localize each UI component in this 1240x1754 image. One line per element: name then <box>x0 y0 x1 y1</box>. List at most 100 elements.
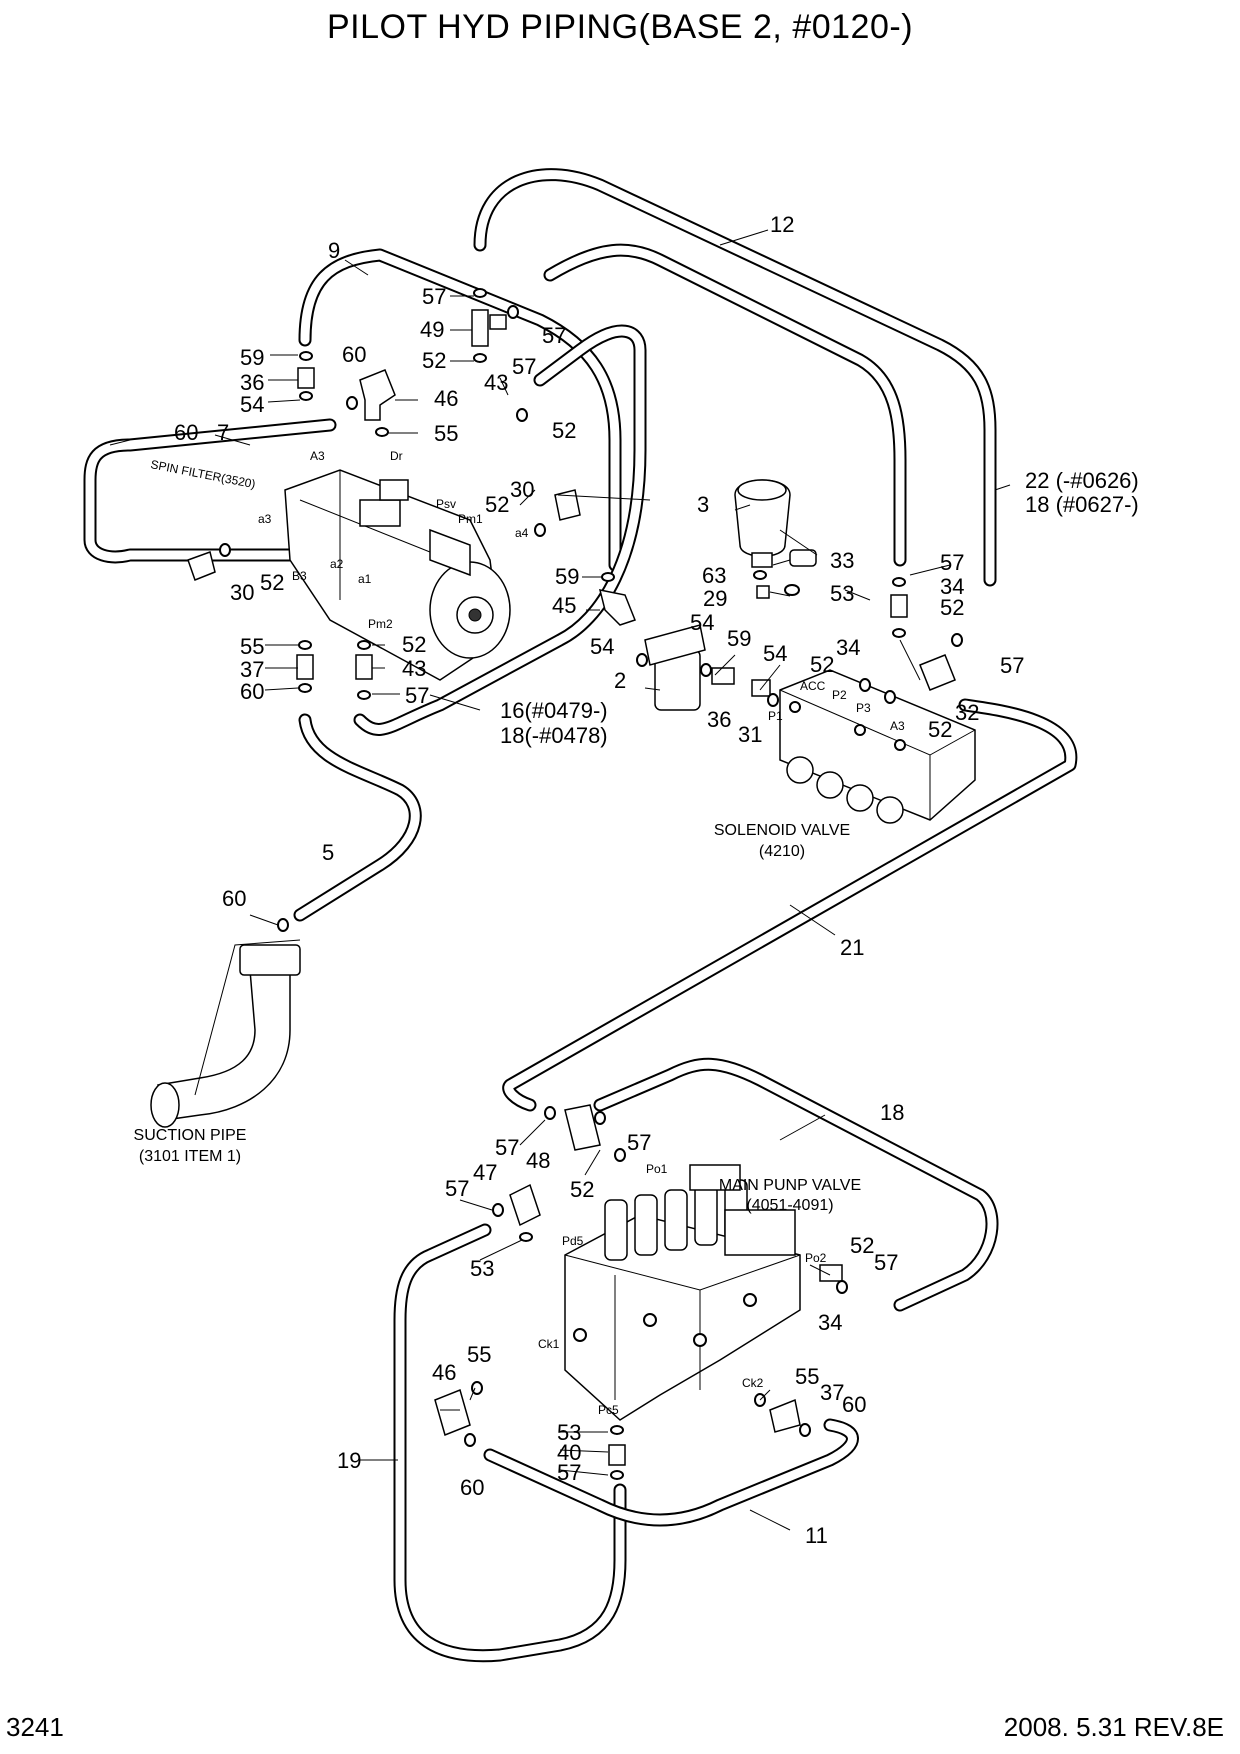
part-label: 55 <box>467 1342 491 1367</box>
part-label: 36 <box>240 370 264 395</box>
part-label: 52 <box>940 595 964 620</box>
port-label: Dr <box>390 449 403 463</box>
part-label: 52 <box>422 348 446 373</box>
part-label: 52 <box>485 492 509 517</box>
suction-pipe-caption: SUCTION PIPE <box>134 1127 247 1144</box>
part-label: 12 <box>770 212 794 237</box>
suction-pipe <box>150 944 301 1128</box>
part-label: 29 <box>703 586 727 611</box>
spin-filter-caption: SPIN FILTER(3520) <box>149 457 256 491</box>
part-label: 32 <box>955 700 979 725</box>
part-label: 57 <box>542 323 566 348</box>
part-label: 53 <box>557 1420 581 1445</box>
port-label: Psv <box>436 497 456 511</box>
part-label: 54 <box>590 634 614 659</box>
part-label: 19 <box>337 1448 361 1473</box>
main-pump-valve <box>564 1164 801 1421</box>
part-label: 57 <box>1000 653 1024 678</box>
port-label: Pd5 <box>562 1234 584 1248</box>
part-label: 22 (-#0626) <box>1025 468 1139 493</box>
part-label: 33 <box>830 548 854 573</box>
part-label: 54 <box>690 610 714 635</box>
part-label: 48 <box>526 1148 550 1173</box>
part-label: 60 <box>842 1392 866 1417</box>
port-label: a4 <box>515 526 529 540</box>
part-label: 52 <box>570 1177 594 1202</box>
part-label: 52 <box>928 717 952 742</box>
part-label: 57 <box>627 1130 651 1155</box>
hose-12 <box>473 168 997 587</box>
part-label: 52 <box>810 652 834 677</box>
part-label: 59 <box>727 626 751 651</box>
revision-date: 2008. 5.31 REV.8E <box>1003 1712 1224 1742</box>
port-label: a2 <box>330 557 344 571</box>
part-label: 60 <box>342 342 366 367</box>
main-pump-valve-ref: (4051-4091) <box>746 1197 833 1214</box>
leader-lines <box>109 229 1011 1531</box>
part-label: 60 <box>240 679 264 704</box>
part-label: 45 <box>552 593 576 618</box>
part-label: 59 <box>240 345 264 370</box>
port-label: B3 <box>292 569 307 583</box>
part-label: 52 <box>552 418 576 443</box>
part-label: 52 <box>850 1233 874 1258</box>
part-label: 52 <box>260 570 284 595</box>
part-label: 16(#0479-) <box>500 698 608 723</box>
solenoid-valve <box>779 669 976 824</box>
part-label: 11 <box>805 1523 828 1548</box>
part-labels: 12 9 57 49 57 52 57 43 59 60 36 54 46 55… <box>174 212 1139 1548</box>
port-labels: A3 Dr a3 Psv Pm1 a4 a2 a1 B3 Pm2 ACC P2 … <box>258 449 905 1417</box>
part-label: 57 <box>405 683 429 708</box>
part-label: 40 <box>557 1440 581 1465</box>
part-label: 55 <box>240 634 264 659</box>
part-label: 34 <box>836 635 860 660</box>
part-label: 57 <box>874 1250 898 1275</box>
part-label: 3 <box>697 492 709 517</box>
port-label: P2 <box>832 688 847 702</box>
part-label: 54 <box>763 641 787 666</box>
part-label: 46 <box>434 386 458 411</box>
part-label: 43 <box>484 370 508 395</box>
solenoid-valve-ref: (4210) <box>759 843 805 860</box>
port-label: P3 <box>856 701 871 715</box>
part-label: 30 <box>510 477 534 502</box>
part-label: 30 <box>230 580 254 605</box>
part-label: 55 <box>795 1364 819 1389</box>
port-label: ACC <box>800 679 826 693</box>
part-label: 18 (#0627-) <box>1025 492 1139 517</box>
port-label: Ck2 <box>742 1376 764 1390</box>
part-label: 49 <box>420 317 444 342</box>
part-label: 5 <box>322 840 334 865</box>
part-label: 9 <box>328 238 340 263</box>
part-label: 60 <box>174 420 198 445</box>
solenoid-valve-caption: SOLENOID VALVE <box>714 822 850 839</box>
part-label: 18(-#0478) <box>500 723 608 748</box>
part-label: 2 <box>614 668 626 693</box>
part-label: 53 <box>470 1256 494 1281</box>
part-label: 60 <box>460 1475 484 1500</box>
part-label: 60 <box>222 886 246 911</box>
port-label: P1 <box>768 709 783 723</box>
part-label: 43 <box>402 656 426 681</box>
part-label: 7 <box>217 420 229 445</box>
port-label: Pm1 <box>458 512 483 526</box>
port-label: Pm2 <box>368 617 393 631</box>
port-label: A3 <box>310 449 325 463</box>
part-label: 46 <box>432 1360 456 1385</box>
part-label: 18 <box>880 1100 904 1125</box>
part-label: 52 <box>402 632 426 657</box>
port-label: Ck1 <box>538 1337 560 1351</box>
part-label: 57 <box>495 1135 519 1160</box>
part-label: 53 <box>830 581 854 606</box>
part-label: 47 <box>473 1160 497 1185</box>
port-label: Po2 <box>805 1251 827 1265</box>
line-filter <box>644 624 706 711</box>
part-label: 57 <box>422 284 446 309</box>
part-label: 57 <box>557 1460 581 1485</box>
hose-group <box>83 168 1078 1663</box>
page-title: PILOT HYD PIPING(BASE 2, #0120-) <box>326 8 914 46</box>
port-label: a3 <box>258 512 272 526</box>
port-label: Po1 <box>646 1162 668 1176</box>
main-pump <box>284 469 511 681</box>
part-label: 34 <box>818 1310 842 1335</box>
